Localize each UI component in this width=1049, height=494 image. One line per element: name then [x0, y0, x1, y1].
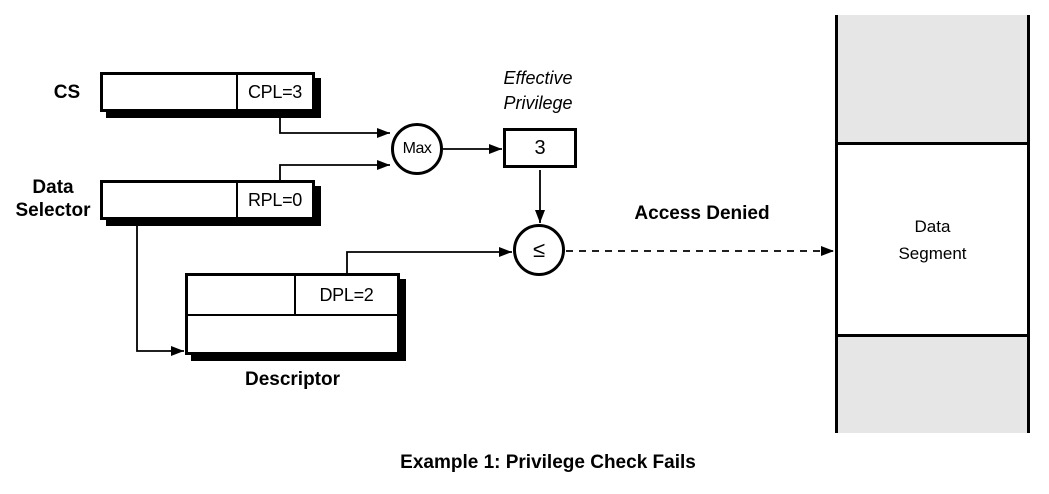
descriptor-base-cell	[188, 276, 294, 314]
data-segment-column: Data Segment	[835, 15, 1030, 433]
descriptor-label: Descriptor	[244, 369, 341, 390]
comparator-symbol: ≤	[532, 237, 546, 262]
cs-register-body	[103, 75, 236, 109]
effective-privilege-value: 3	[534, 136, 546, 159]
data-selector-rpl-field: RPL=0	[236, 183, 312, 217]
memory-region-above	[838, 15, 1027, 142]
figure-caption: Example 1: Privilege Check Fails	[400, 452, 696, 473]
descriptor-box: DPL=2	[185, 273, 400, 355]
effective-privilege-box: 3	[503, 128, 577, 168]
data-selector-label: Data Selector	[15, 177, 91, 221]
data-selector-box: RPL=0	[100, 180, 315, 220]
access-denied-label: Access Denied	[634, 203, 770, 224]
dpl-to-comparator-arrow	[346, 247, 512, 273]
data-segment-region: Data Segment	[838, 142, 1027, 337]
cpl-to-max-arrow	[279, 112, 390, 138]
selector-to-descriptor-arrow	[136, 220, 184, 356]
cs-register-box: CPL=3	[100, 72, 315, 112]
data-segment-label: Data Segment	[898, 216, 967, 263]
max-node-label: Max	[402, 140, 432, 157]
cs-register-label: CS	[53, 82, 81, 103]
descriptor-bottom-row	[188, 316, 397, 352]
rpl-to-max-arrow	[279, 160, 390, 180]
comparator-node: ≤	[513, 224, 565, 276]
cs-cpl-field: CPL=3	[236, 75, 312, 109]
memory-region-below	[838, 337, 1027, 433]
effective-privilege-label: Effective Privilege	[503, 68, 573, 113]
max-node: Max	[391, 123, 443, 175]
data-selector-body	[103, 183, 236, 217]
descriptor-dpl-field: DPL=2	[294, 276, 397, 314]
descriptor-top-row: DPL=2	[188, 276, 397, 316]
